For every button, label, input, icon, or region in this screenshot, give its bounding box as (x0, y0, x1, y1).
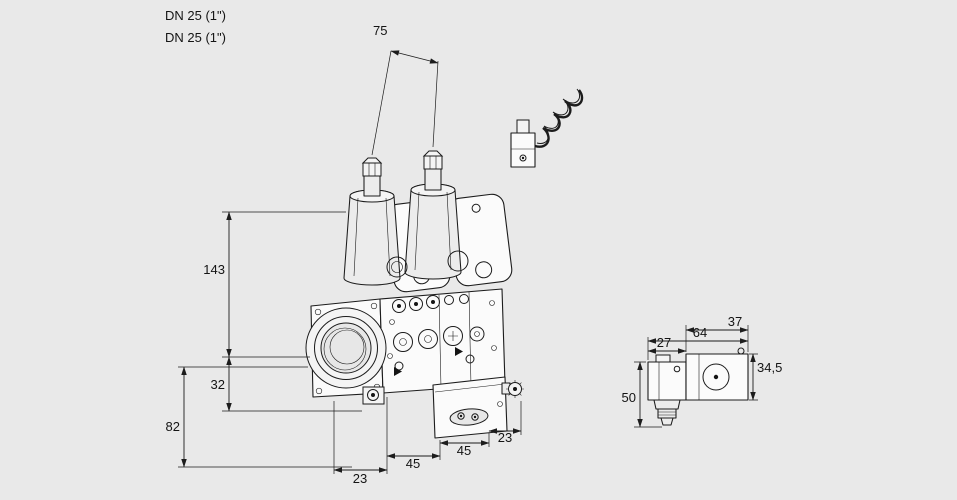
cable-gland-nut (653, 399, 681, 426)
flow-arrow-right (455, 347, 463, 356)
dim-27: 27 (657, 335, 671, 350)
flow-arrow-left (394, 367, 402, 376)
adjustment-screw (737, 347, 745, 355)
hex-cap-left (361, 157, 383, 197)
connection-size-labels: DN 25 (1") DN 25 (1") (165, 8, 226, 45)
dim-37: 37 (728, 314, 742, 329)
port-circles (387, 294, 497, 371)
solenoid-coil-right (404, 183, 469, 280)
label-dn25-line2: DN 25 (1") (165, 30, 226, 45)
regulator-block (432, 376, 524, 439)
dim-23-left: 23 (353, 471, 367, 486)
dim-45-left: 45 (406, 456, 420, 471)
valve-body (305, 288, 506, 405)
side-view-dimensions: 27 64 37 34,5 50 (622, 314, 782, 428)
dim-143: 143 (203, 262, 225, 277)
label-dn25-line1: DN 25 (1") (165, 8, 226, 23)
hex-cap-right (422, 150, 444, 191)
dim-45-right: 45 (457, 443, 471, 458)
cable-plug-assembly (510, 88, 584, 168)
dim-64: 64 (693, 325, 707, 340)
dim-23-right: 23 (498, 430, 512, 445)
side-port (362, 386, 385, 405)
side-view-drawing: 27 64 37 34,5 50 (622, 314, 782, 428)
main-dimensions: 75 143 32 82 23 45 45 23 (166, 23, 522, 486)
dim-50: 50 (622, 390, 636, 405)
dim-34-5: 34,5 (757, 360, 782, 375)
main-valve-drawing (305, 150, 524, 439)
pipe-flange (305, 307, 387, 389)
coiled-cable (534, 89, 584, 148)
dim-82: 82 (166, 419, 180, 434)
dim-75: 75 (373, 23, 387, 38)
dim-32: 32 (211, 377, 225, 392)
